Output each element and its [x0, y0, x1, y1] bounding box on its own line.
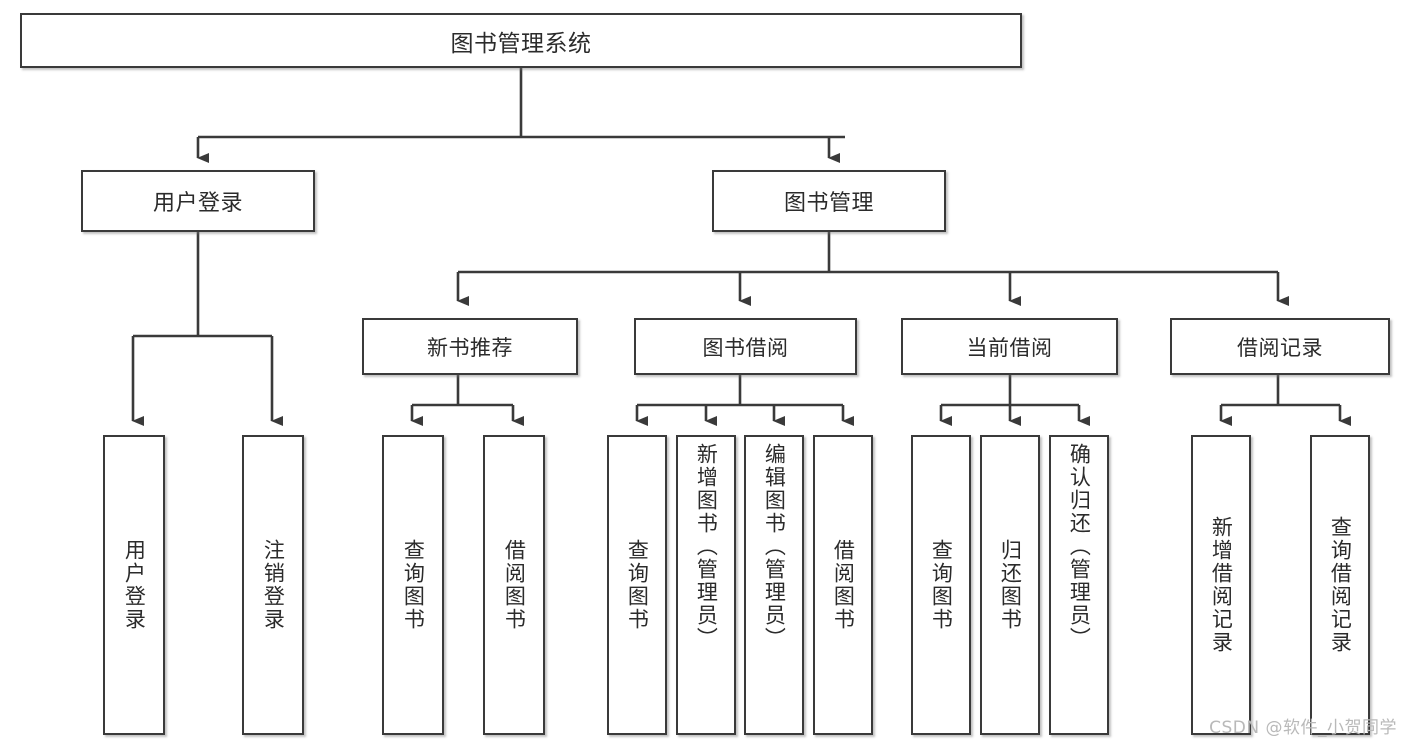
leaf-query-record-label: 查询借阅记录 [1328, 516, 1353, 654]
leaf-query-book-1[interactable]: 查询图书 [382, 435, 444, 735]
leaf-borrow-book-1[interactable]: 借阅图书 [483, 435, 545, 735]
node-root-label: 图书管理系统 [450, 30, 592, 57]
leaf-confirm-return-label: 确认归还（管理员） [1067, 443, 1092, 650]
leaf-confirm-return[interactable]: 确认归还（管理员） [1049, 435, 1109, 735]
node-user-login[interactable]: 用户登录 [81, 170, 315, 232]
node-book-borrow-label: 图书借阅 [702, 335, 789, 360]
node-book-manage-label: 图书管理 [783, 191, 874, 216]
leaf-add-book-label: 新增图书（管理员） [694, 443, 719, 650]
watermark: CSDN @软件_小贺同学 [1209, 718, 1397, 738]
leaf-user-logout-label: 注销登录 [261, 539, 286, 631]
node-root[interactable]: 图书管理系统 [20, 13, 1022, 68]
leaf-borrow-book-2[interactable]: 借阅图书 [813, 435, 873, 735]
leaf-edit-book-label: 编辑图书（管理员） [762, 443, 787, 650]
leaf-user-login-label: 用户登录 [122, 539, 147, 631]
node-current-borrow[interactable]: 当前借阅 [901, 318, 1118, 375]
leaf-query-book-3[interactable]: 查询图书 [911, 435, 971, 735]
leaf-query-record[interactable]: 查询借阅记录 [1310, 435, 1370, 735]
node-book-manage[interactable]: 图书管理 [712, 170, 946, 232]
leaf-borrow-book-2-label: 借阅图书 [831, 539, 856, 631]
node-borrow-record-label: 借阅记录 [1237, 335, 1323, 360]
leaf-add-record[interactable]: 新增借阅记录 [1191, 435, 1251, 735]
leaf-add-book[interactable]: 新增图书（管理员） [676, 435, 736, 735]
leaf-return-book[interactable]: 归还图书 [980, 435, 1040, 735]
leaf-add-record-label: 新增借阅记录 [1209, 516, 1234, 654]
leaf-return-book-label: 归还图书 [998, 539, 1023, 631]
leaf-user-logout[interactable]: 注销登录 [242, 435, 304, 735]
node-borrow-record[interactable]: 借阅记录 [1170, 318, 1390, 375]
node-book-borrow[interactable]: 图书借阅 [634, 318, 857, 375]
leaf-query-book-1-label: 查询图书 [401, 539, 426, 631]
leaf-borrow-book-1-label: 借阅图书 [502, 539, 527, 631]
leaf-user-login[interactable]: 用户登录 [103, 435, 165, 735]
leaf-query-book-2-label: 查询图书 [625, 539, 650, 631]
node-user-login-label: 用户登录 [152, 191, 243, 216]
node-new-book-recommend[interactable]: 新书推荐 [362, 318, 578, 375]
node-current-borrow-label: 当前借阅 [966, 335, 1053, 360]
leaf-edit-book[interactable]: 编辑图书（管理员） [744, 435, 804, 735]
node-new-book-recommend-label: 新书推荐 [427, 335, 513, 360]
leaf-query-book-3-label: 查询图书 [929, 539, 954, 631]
leaf-query-book-2[interactable]: 查询图书 [607, 435, 667, 735]
